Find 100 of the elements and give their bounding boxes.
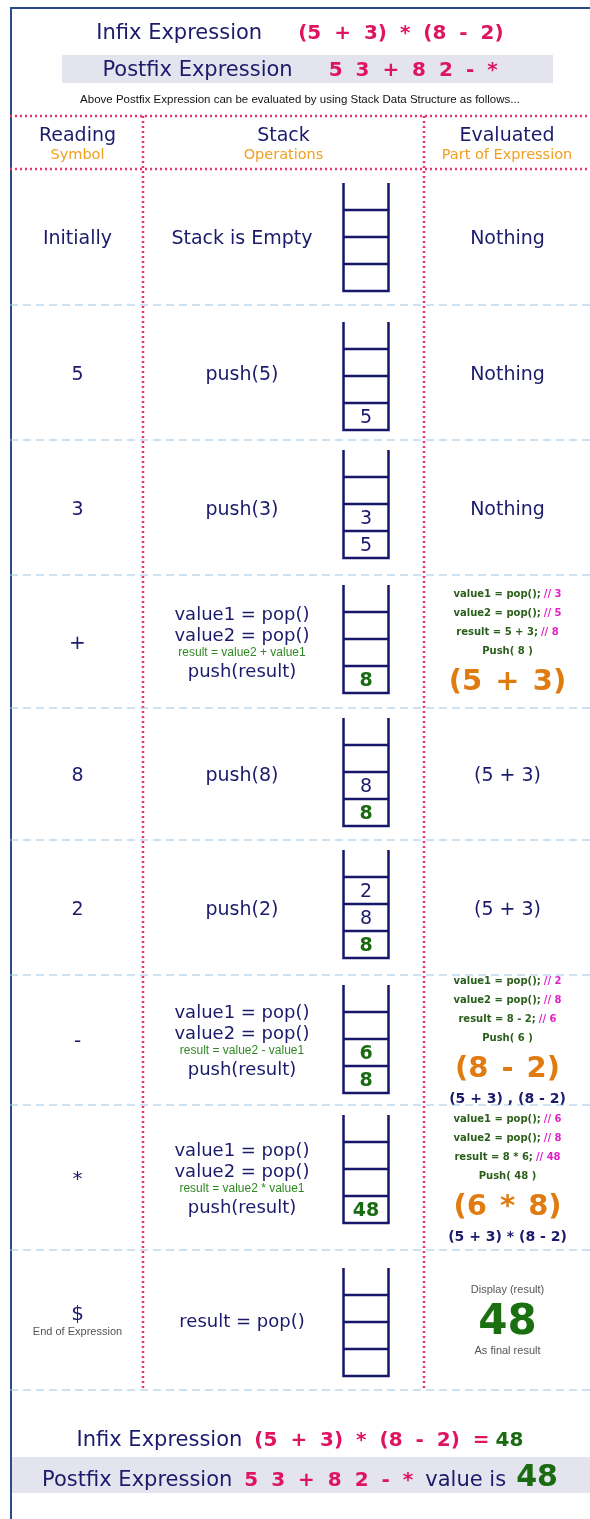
stack-value: 3 bbox=[358, 505, 374, 530]
code-comment: // 2 bbox=[543, 975, 562, 986]
code-line: value1 = pop(); bbox=[453, 586, 541, 601]
stack-value: 48 bbox=[351, 1197, 381, 1222]
operation-text: value2 = pop() bbox=[174, 1022, 310, 1043]
symbol-text: $ bbox=[71, 1301, 84, 1324]
evaluated-expression: (8 - 2) bbox=[454, 1049, 561, 1086]
code-comment: // 48 bbox=[535, 1150, 561, 1162]
stack-drawing bbox=[342, 1115, 390, 1225]
caption-text: As final result bbox=[474, 1343, 541, 1358]
code-line: value2 = pop(); bbox=[453, 605, 541, 620]
table-cell-text: push(8) bbox=[205, 763, 279, 785]
table-cell-text: (5 + 3) bbox=[474, 763, 541, 785]
stack-value: 8 bbox=[358, 932, 374, 957]
operation-text: value1 = pop() bbox=[174, 1138, 310, 1160]
table-cell-text: Stack is Empty bbox=[171, 226, 313, 248]
column-subheader: Symbol bbox=[50, 145, 105, 163]
operation-text: value2 = pop() bbox=[174, 1159, 310, 1181]
final-result: 48 bbox=[478, 1297, 537, 1343]
expression-text: 5 3 + 8 2 - * bbox=[244, 1466, 414, 1491]
caption-text: Display (result) bbox=[470, 1282, 545, 1297]
table-cell-text: 8 bbox=[71, 763, 84, 785]
operation-text: result = pop() bbox=[179, 1309, 305, 1331]
stack-drawing bbox=[342, 322, 390, 432]
table-cell-text: push(5) bbox=[205, 361, 279, 384]
table-cell-text: Initially bbox=[42, 226, 113, 248]
operation-text: push(result) bbox=[187, 1058, 297, 1079]
heading-text: Postfix Expression bbox=[42, 1466, 233, 1491]
note-text: Above Postfix Expression can be evaluated by using Stack Data Structure as follows... bbox=[80, 93, 520, 105]
symbol-text: - bbox=[73, 1029, 82, 1051]
expression-result: (5 + 3) , (8 - 2) bbox=[449, 1089, 566, 1108]
symbol-text: + bbox=[69, 630, 86, 653]
caption-text: End of Expression bbox=[32, 1323, 123, 1339]
operation-text: push(result) bbox=[187, 659, 297, 681]
column-subheader: Operations bbox=[243, 144, 324, 163]
operation-text: value1 = pop() bbox=[174, 1001, 310, 1022]
stack-value: 2 bbox=[358, 878, 374, 903]
table-cell-text: Nothing bbox=[470, 361, 545, 384]
code-comment: // 8 bbox=[543, 994, 562, 1005]
table-cell-text: Nothing bbox=[470, 496, 545, 519]
table-cell-text: Nothing bbox=[470, 226, 545, 248]
column-header: Stack bbox=[257, 123, 310, 145]
stack-value: 8 bbox=[358, 800, 374, 825]
stack-drawing bbox=[342, 183, 390, 293]
stack-value: 8 bbox=[358, 667, 374, 692]
result-value: 48 bbox=[495, 1427, 524, 1451]
operation-text: value1 = pop() bbox=[174, 602, 310, 624]
result-value: 48 bbox=[516, 1457, 558, 1493]
code-comment: // 3 bbox=[543, 587, 562, 599]
stack-drawing bbox=[342, 718, 390, 828]
stack-value: 8 bbox=[358, 773, 374, 798]
stack-drawing bbox=[342, 850, 390, 960]
operation-code: result = value2 + value1 bbox=[178, 644, 306, 660]
code-line: result = 8 * 6; bbox=[454, 1149, 533, 1164]
column-header: Evaluated bbox=[459, 123, 555, 145]
operation-text: value2 = pop() bbox=[174, 623, 310, 645]
code-line: Push( 6 ) bbox=[482, 1031, 533, 1045]
operation-text: push(result) bbox=[187, 1195, 297, 1217]
table-cell-text: (5 + 3) bbox=[474, 896, 541, 919]
expression-text: (5 + 3) * (8 - 2) bbox=[298, 20, 504, 44]
stack-value: 6 bbox=[358, 1040, 374, 1065]
code-comment: // 8 bbox=[540, 625, 559, 637]
code-line: value2 = pop(); bbox=[453, 1130, 541, 1145]
stack-value: 5 bbox=[358, 404, 374, 429]
code-comment: // 8 bbox=[543, 1131, 562, 1143]
symbol-text: * bbox=[72, 1166, 83, 1189]
column-subheader: Part of Expression bbox=[441, 144, 573, 163]
stack-drawing bbox=[342, 1268, 390, 1378]
code-line: Push( 8 ) bbox=[482, 643, 533, 658]
expression-result: (5 + 3) * (8 - 2) bbox=[448, 1226, 567, 1246]
operation-code: result = value2 * value1 bbox=[179, 1180, 305, 1196]
code-line: Push( 48 ) bbox=[478, 1168, 537, 1183]
stack-value: 8 bbox=[358, 1067, 374, 1092]
code-line: result = 8 - 2; bbox=[458, 1012, 536, 1026]
stack-value: 5 bbox=[358, 532, 374, 557]
stack-drawing bbox=[342, 585, 390, 695]
table-cell-text: 2 bbox=[71, 896, 84, 919]
expression-text: (5 + 3) * (8 - 2) = bbox=[254, 1427, 490, 1451]
code-comment: // 6 bbox=[538, 1013, 557, 1024]
stack-drawing bbox=[342, 450, 390, 560]
operation-code: result = value2 - value1 bbox=[179, 1043, 305, 1058]
code-comment: // 5 bbox=[543, 606, 562, 618]
table-cell-text: push(3) bbox=[205, 496, 279, 519]
code-line: value2 = pop(); bbox=[453, 993, 541, 1007]
table-cell-text: push(2) bbox=[205, 896, 279, 919]
column-header: Reading bbox=[38, 123, 117, 145]
stack-value: 8 bbox=[358, 905, 374, 930]
heading-text: value is bbox=[425, 1466, 507, 1491]
code-line: value1 = pop(); bbox=[453, 974, 541, 988]
expression-text: 5 3 + 8 2 - * bbox=[328, 57, 498, 81]
code-comment: // 6 bbox=[543, 1112, 562, 1124]
heading-text: Infix Expression bbox=[76, 1427, 243, 1451]
heading-text: Infix Expression bbox=[96, 20, 263, 44]
code-line: result = 5 + 3; bbox=[456, 624, 538, 639]
heading-text: Postfix Expression bbox=[102, 57, 293, 81]
code-line: value1 = pop(); bbox=[453, 1111, 541, 1126]
evaluated-expression: (6 * 8) bbox=[453, 1186, 562, 1224]
evaluated-expression: (5 + 3) bbox=[448, 661, 567, 699]
stack-drawing bbox=[342, 985, 390, 1095]
table-cell-text: 3 bbox=[71, 496, 84, 519]
